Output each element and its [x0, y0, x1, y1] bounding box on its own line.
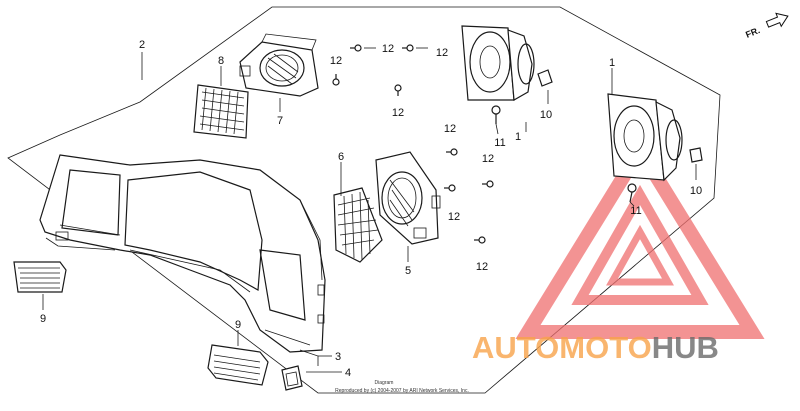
diagram-frame [7, 6, 721, 394]
grille-small [193, 84, 249, 139]
callout-11-top: 11 [494, 137, 505, 149]
callout-7: 7 [277, 115, 283, 127]
callout-11-right: 11 [630, 205, 641, 217]
callout-12-d: 12 [392, 107, 404, 119]
callout-12-f: 12 [482, 153, 494, 165]
speaker-top [461, 25, 535, 101]
callout-9-bottom: 9 [235, 319, 241, 331]
screws-12 [332, 44, 494, 244]
speaker-right [607, 93, 683, 182]
leader-lines [42, 47, 697, 373]
callouts: 1 1 2 3 4 5 6 7 8 9 9 10 10 11 11 12 12 … [40, 39, 702, 379]
screw-right [627, 183, 637, 203]
callout-3: 3 [335, 351, 341, 363]
direction-arrow-icon [765, 12, 789, 28]
callout-6: 6 [338, 151, 344, 163]
copyright-line-2: Reproduced by (c) 2004-2007 by ARI Netwo… [335, 388, 469, 394]
callout-1-right: 1 [609, 57, 615, 69]
watermark-text-part1: AUTOMOTO [472, 330, 652, 365]
dash-panel [39, 154, 326, 353]
watermark-logo [515, 136, 765, 339]
callout-2: 2 [139, 39, 145, 51]
clip-part [281, 349, 319, 391]
callout-12-e: 12 [444, 123, 456, 135]
callout-4: 4 [345, 367, 351, 379]
callout-10-top: 10 [540, 109, 552, 121]
watermark-text: AUTOMOTOHUB [472, 330, 719, 365]
vent-bottom [207, 344, 269, 386]
callout-10-right: 10 [690, 185, 702, 197]
direction-label: FR. [744, 25, 761, 40]
vent-left [13, 261, 67, 293]
grille-large [333, 187, 383, 263]
watermark-text-part2: HUB [652, 330, 719, 365]
callout-5: 5 [405, 265, 411, 277]
nut-top [537, 69, 553, 87]
copyright-line-1: Diagram [375, 380, 394, 386]
speaker-bracket-small [239, 33, 319, 97]
direction-indicator: FR. [744, 12, 789, 40]
callout-12-c: 12 [330, 55, 342, 67]
callout-12-a: 12 [382, 43, 394, 55]
callout-9-left: 9 [40, 313, 46, 325]
screw-top [491, 105, 501, 124]
callout-12-g: 12 [448, 211, 460, 223]
speaker-bracket-large [375, 151, 441, 245]
callout-8: 8 [218, 55, 224, 67]
nut-right [689, 147, 703, 163]
callout-12-h: 12 [476, 261, 488, 273]
callout-12-b: 12 [436, 47, 448, 59]
callout-1-top: 1 [515, 131, 521, 143]
